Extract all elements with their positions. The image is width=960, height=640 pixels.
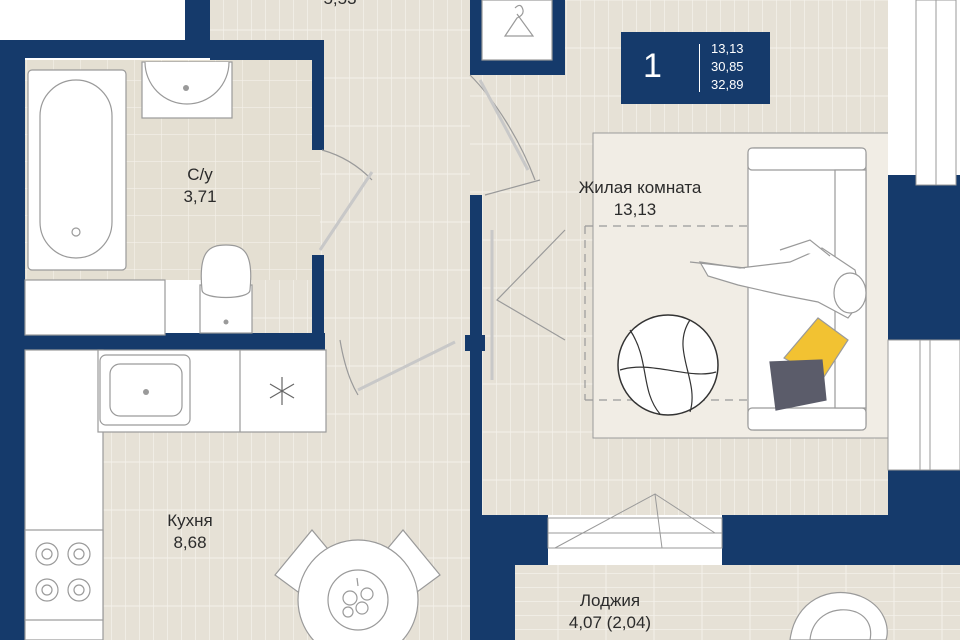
room-area-living: 13,13 <box>613 200 657 219</box>
room-name-living: Жилая комната <box>578 178 702 197</box>
hanger-icon <box>503 4 535 37</box>
wall-bath-right-upper <box>312 40 324 150</box>
wall-top-post <box>185 0 210 58</box>
room-area-bathroom: 3,71 <box>183 187 217 206</box>
living-door-arc <box>469 74 536 181</box>
wall-right-low <box>888 470 960 520</box>
room-area-hall: 5,53 <box>300 0 380 10</box>
stove <box>24 529 104 621</box>
wall-kitchen-top <box>25 333 325 350</box>
wall-wardrobe-bottom <box>470 60 565 75</box>
wall-bath-top <box>210 40 322 60</box>
washbasin <box>144 61 230 105</box>
badge-areas: 13,13 30,85 32,89 <box>711 40 744 94</box>
person-figure <box>689 239 867 319</box>
kitchen-fixtures <box>24 349 441 640</box>
room-area-kitchen: 8,68 <box>173 533 207 552</box>
kitchen-door-arc <box>339 339 359 396</box>
wall-loggia-corner <box>470 545 515 640</box>
badge-total-area: 30,85 <box>711 59 744 74</box>
sliding-door-marker <box>496 229 566 341</box>
bathtub-basin <box>39 79 113 259</box>
pillow-dark <box>769 359 827 411</box>
wall-hall-right-upper <box>470 195 482 340</box>
wall-wardrobe-right <box>552 0 565 75</box>
wall-stub <box>465 335 485 351</box>
room-label-kitchen: Кухня 8,68 <box>140 510 240 554</box>
room-name-bathroom: С/у <box>187 165 213 184</box>
living-door-leaf <box>478 79 530 171</box>
room-label-loggia: Лоджия 4,07 (2,04) <box>535 590 685 634</box>
room-name-loggia: Лоджия <box>579 591 641 610</box>
badge-divider <box>699 44 700 92</box>
wall-loggia-right <box>722 515 960 565</box>
loggia-chair <box>789 591 888 640</box>
fruit-plate-icon <box>327 569 389 631</box>
room-count: 1 <box>643 47 662 85</box>
living-furniture <box>584 147 867 431</box>
snowflake-icon <box>269 377 295 405</box>
wall-top-left <box>0 40 185 58</box>
washing-machine <box>24 279 166 336</box>
bathroom-door-leaf <box>318 171 374 251</box>
wall-left <box>0 40 25 640</box>
room-area-loggia: 4,07 (2,04) <box>568 613 652 632</box>
toilet-bowl <box>200 244 252 299</box>
wall-wardrobe-left <box>470 0 482 75</box>
wardrobe <box>481 0 553 61</box>
coffee-table <box>617 314 719 416</box>
bathroom-fixtures <box>24 61 253 336</box>
window-right <box>887 339 960 471</box>
room-name-kitchen: Кухня <box>167 511 213 530</box>
wardrobe-box <box>481 0 553 61</box>
badge-area-with-loggia: 32,89 <box>711 77 744 92</box>
apartment-badge: 1 13,13 30,85 32,89 <box>621 32 770 104</box>
room-label-bathroom: С/у 3,71 <box>150 164 250 208</box>
kitchen-door-leaf <box>357 340 456 392</box>
windows <box>547 0 960 549</box>
room-label-living: Жилая комната 13,13 <box>540 177 740 221</box>
wall-bath-right-lower <box>312 255 324 340</box>
doors <box>318 74 566 396</box>
room-label-hall: 5,53 <box>300 0 380 10</box>
badge-living-area: 13,13 <box>711 41 744 56</box>
wall-right-mid <box>888 175 960 340</box>
